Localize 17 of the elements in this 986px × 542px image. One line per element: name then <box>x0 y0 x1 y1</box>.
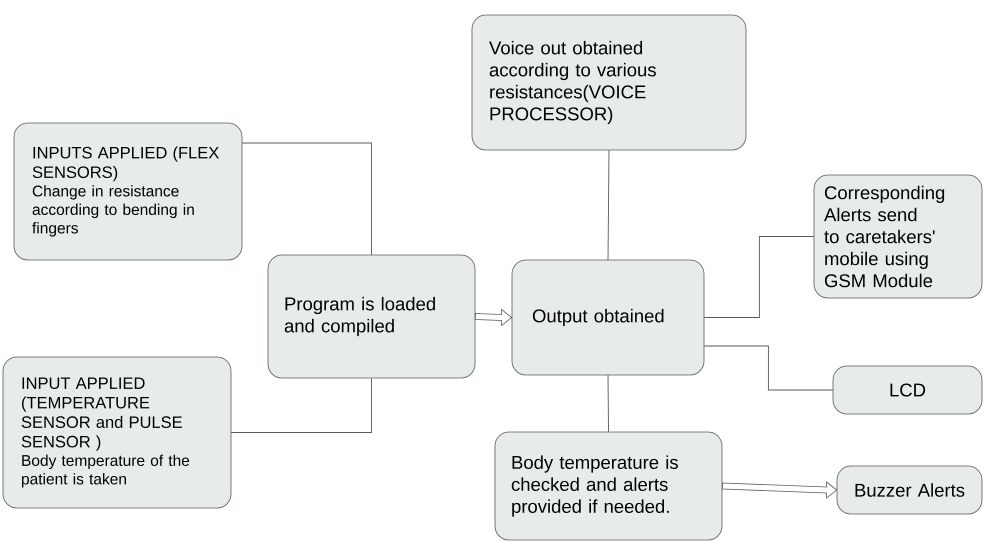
connector-line <box>608 374 609 432</box>
process-box: LCD <box>832 366 982 414</box>
process-box: INPUTS APPLIED (FLEX SENSORS) Change in resistance according to bending in fingers <box>14 122 242 260</box>
connector-line <box>608 150 610 260</box>
process-box: Program is loaded and compiled <box>268 254 476 378</box>
process-box: Buzzer Alerts <box>836 466 982 514</box>
connector-line <box>704 346 834 390</box>
process-box: Corresponding Alerts send to caretakers' mobile using GSM Module <box>814 174 982 298</box>
process-box: Voice out obtained according to various resistances(VOICE PROCESSOR) <box>472 14 746 150</box>
arrow <box>722 481 838 499</box>
process-box: Output obtained <box>512 260 704 376</box>
arrow <box>475 308 512 326</box>
connector-line <box>230 378 372 433</box>
connector-line <box>704 236 814 318</box>
connector-line <box>242 142 372 256</box>
process-box: Body temperature is checked and alerts provided if needed. <box>494 432 722 540</box>
process-box: INPUT APPLIED (TEMPERATURE SENSOR and PULSE SENSOR ) Body temperature of the patient is taken <box>2 356 232 508</box>
